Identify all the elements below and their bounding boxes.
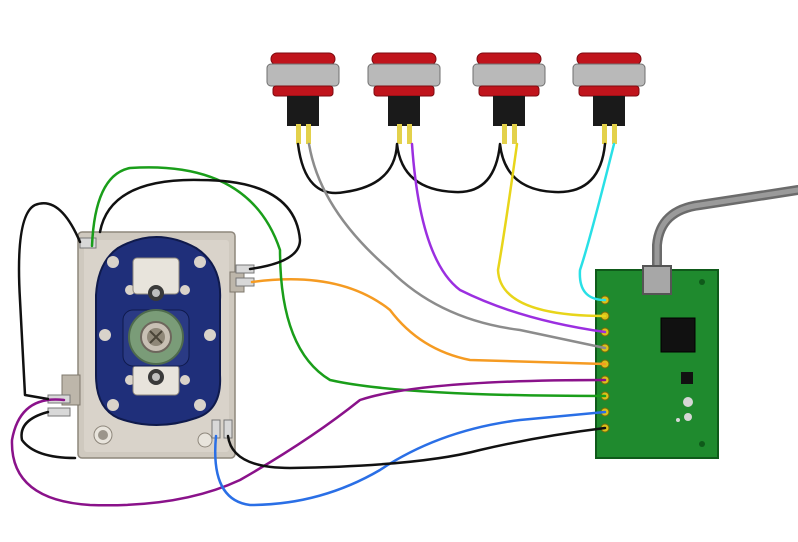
pcb [595, 269, 719, 459]
arcade-buttons [266, 52, 646, 144]
wire-joystick-green [90, 166, 607, 398]
wire-button-4-cyan [578, 142, 616, 302]
wire-joystick-ground-board [226, 426, 607, 470]
wire-joystick-magenta [10, 378, 607, 507]
wire-joystick-orange [250, 277, 607, 366]
wire-joystick-ground-bottom [20, 410, 77, 460]
wires [10, 142, 616, 507]
wire-button-1-gray [307, 142, 607, 350]
wire-button-2-purple [410, 142, 607, 334]
wire-joystick-blue [214, 410, 607, 507]
wire-joystick-ground-top [17, 202, 82, 401]
wire-joystick-ground-loop [98, 178, 302, 271]
wire-ground-buttons [296, 142, 607, 195]
microcontroller-chip [660, 317, 696, 353]
wire-button-3-yellow [496, 142, 607, 318]
arcade-button [572, 52, 646, 144]
usb-controller-board [595, 265, 719, 459]
arcade-button [367, 52, 441, 144]
arcade-button [472, 52, 546, 144]
usb-cable [652, 185, 798, 273]
arcade-button [266, 52, 340, 144]
joystick [47, 231, 255, 459]
usb-connector [642, 265, 672, 295]
